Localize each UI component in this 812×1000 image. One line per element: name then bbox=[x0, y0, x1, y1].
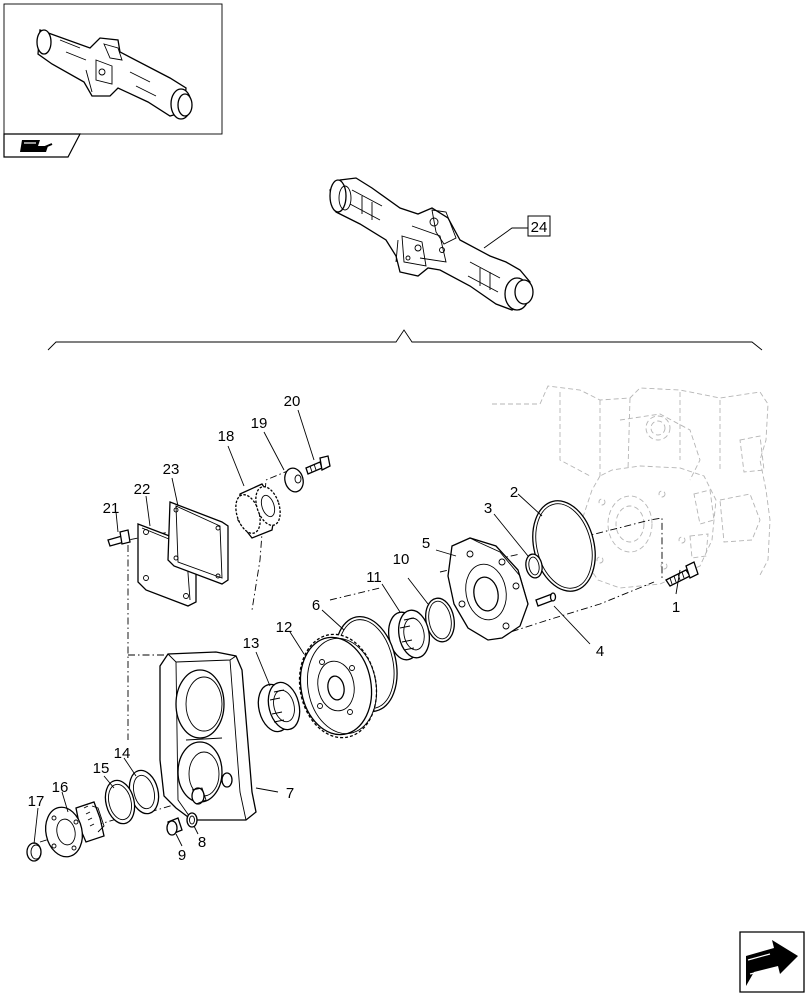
callout-23: 23 bbox=[163, 461, 180, 478]
part-10-ring bbox=[425, 597, 455, 643]
part-11-bearing bbox=[388, 609, 430, 661]
next-page-nav-icon[interactable] bbox=[739, 931, 805, 993]
part-8-washer bbox=[186, 812, 198, 828]
callout-14: 14 bbox=[114, 745, 131, 762]
callout-7: 7 bbox=[286, 785, 294, 802]
thumbnail-panel[interactable] bbox=[3, 3, 223, 158]
part-19-washer bbox=[284, 467, 304, 493]
part-9-plug bbox=[166, 787, 207, 836]
callout-9: 9 bbox=[178, 847, 186, 864]
part-23-gasket bbox=[167, 501, 229, 585]
callout-3: 3 bbox=[484, 500, 492, 517]
part-4-pin bbox=[535, 592, 557, 607]
part-5-flange-cover bbox=[447, 537, 529, 641]
part-1-bolt bbox=[665, 561, 699, 587]
callout-17: 17 bbox=[28, 793, 45, 810]
callout-21: 21 bbox=[103, 500, 120, 517]
part-3-snap-ring bbox=[525, 553, 543, 579]
callout-5: 5 bbox=[422, 535, 430, 552]
callout-11: 11 bbox=[366, 569, 382, 586]
callout-10: 10 bbox=[393, 551, 410, 568]
callout-4: 4 bbox=[596, 643, 604, 660]
reference-box-24[interactable]: 24 bbox=[483, 215, 551, 249]
callout-18: 18 bbox=[218, 428, 235, 445]
part-12-gear bbox=[298, 633, 378, 739]
callout-16: 16 bbox=[52, 779, 69, 796]
part-18-coupling bbox=[235, 483, 281, 539]
group-brace bbox=[47, 329, 763, 351]
callout-22: 22 bbox=[134, 481, 151, 498]
part-21-bolt bbox=[107, 529, 131, 547]
callout-20: 20 bbox=[284, 393, 301, 410]
callout-2: 2 bbox=[510, 484, 518, 501]
axle-housing-ghost bbox=[492, 385, 771, 589]
part-2-o-ring bbox=[532, 500, 596, 592]
assembly-nav-icon[interactable] bbox=[20, 140, 53, 152]
callout-1: 1 bbox=[672, 599, 680, 616]
callout-12: 12 bbox=[276, 619, 293, 636]
callout-19: 19 bbox=[251, 415, 268, 432]
axle-thumbnail bbox=[36, 29, 193, 120]
part-13-bearing bbox=[257, 681, 301, 733]
part-7-gearbox-housing bbox=[159, 651, 257, 821]
part-17-cap bbox=[26, 842, 42, 862]
callout-8: 8 bbox=[198, 834, 206, 851]
axle-assembly-view bbox=[329, 177, 534, 311]
callout-6: 6 bbox=[312, 597, 320, 614]
callout-15: 15 bbox=[93, 760, 110, 777]
part-16-output-flange bbox=[44, 801, 105, 858]
part-15-seal bbox=[104, 779, 136, 825]
callout-13: 13 bbox=[243, 635, 260, 652]
reference-box-label: 24 bbox=[531, 219, 548, 236]
leader-lines bbox=[33, 409, 681, 847]
part-20-bolt bbox=[305, 455, 331, 475]
